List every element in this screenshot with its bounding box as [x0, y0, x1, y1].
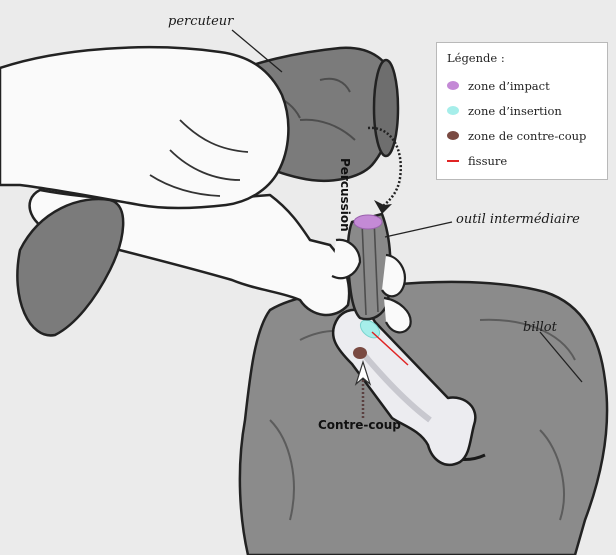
percussion-arrowhead — [374, 200, 392, 214]
label-contre-coup: Contre-coup — [318, 418, 401, 432]
legend-item-label: zone d’insertion — [468, 104, 562, 118]
legend-item-label: fissure — [468, 154, 507, 168]
label-billot: billot — [523, 320, 557, 335]
legend-item-fissure: fissure — [447, 148, 597, 173]
impact-zone — [354, 215, 382, 229]
contre-coup-swatch-icon — [447, 131, 459, 140]
percuteur-end — [374, 60, 398, 156]
insertion-swatch-icon — [447, 106, 459, 115]
impact-swatch-icon — [447, 81, 459, 90]
legend-item-label: zone de contre-coup — [468, 129, 586, 143]
legend-item-insertion: zone d’insertion — [447, 98, 597, 123]
legend-item-label: zone d’impact — [468, 79, 550, 93]
contre-coup-zone — [353, 347, 367, 359]
legend-box: Légende : zone d’impact zone d’insertion… — [436, 42, 608, 180]
fissure-swatch-icon — [447, 160, 459, 162]
striking-hand — [0, 47, 288, 208]
legend-title: Légende : — [447, 51, 597, 65]
legend-item-contre-coup: zone de contre-coup — [447, 123, 597, 148]
label-percussion: Percussion — [338, 158, 352, 232]
legend-item-impact: zone d’impact — [447, 73, 597, 98]
label-outil-intermediaire: outil intermédiaire — [456, 212, 580, 227]
label-percuteur: percuteur — [168, 14, 233, 29]
outil-leader — [385, 222, 452, 237]
